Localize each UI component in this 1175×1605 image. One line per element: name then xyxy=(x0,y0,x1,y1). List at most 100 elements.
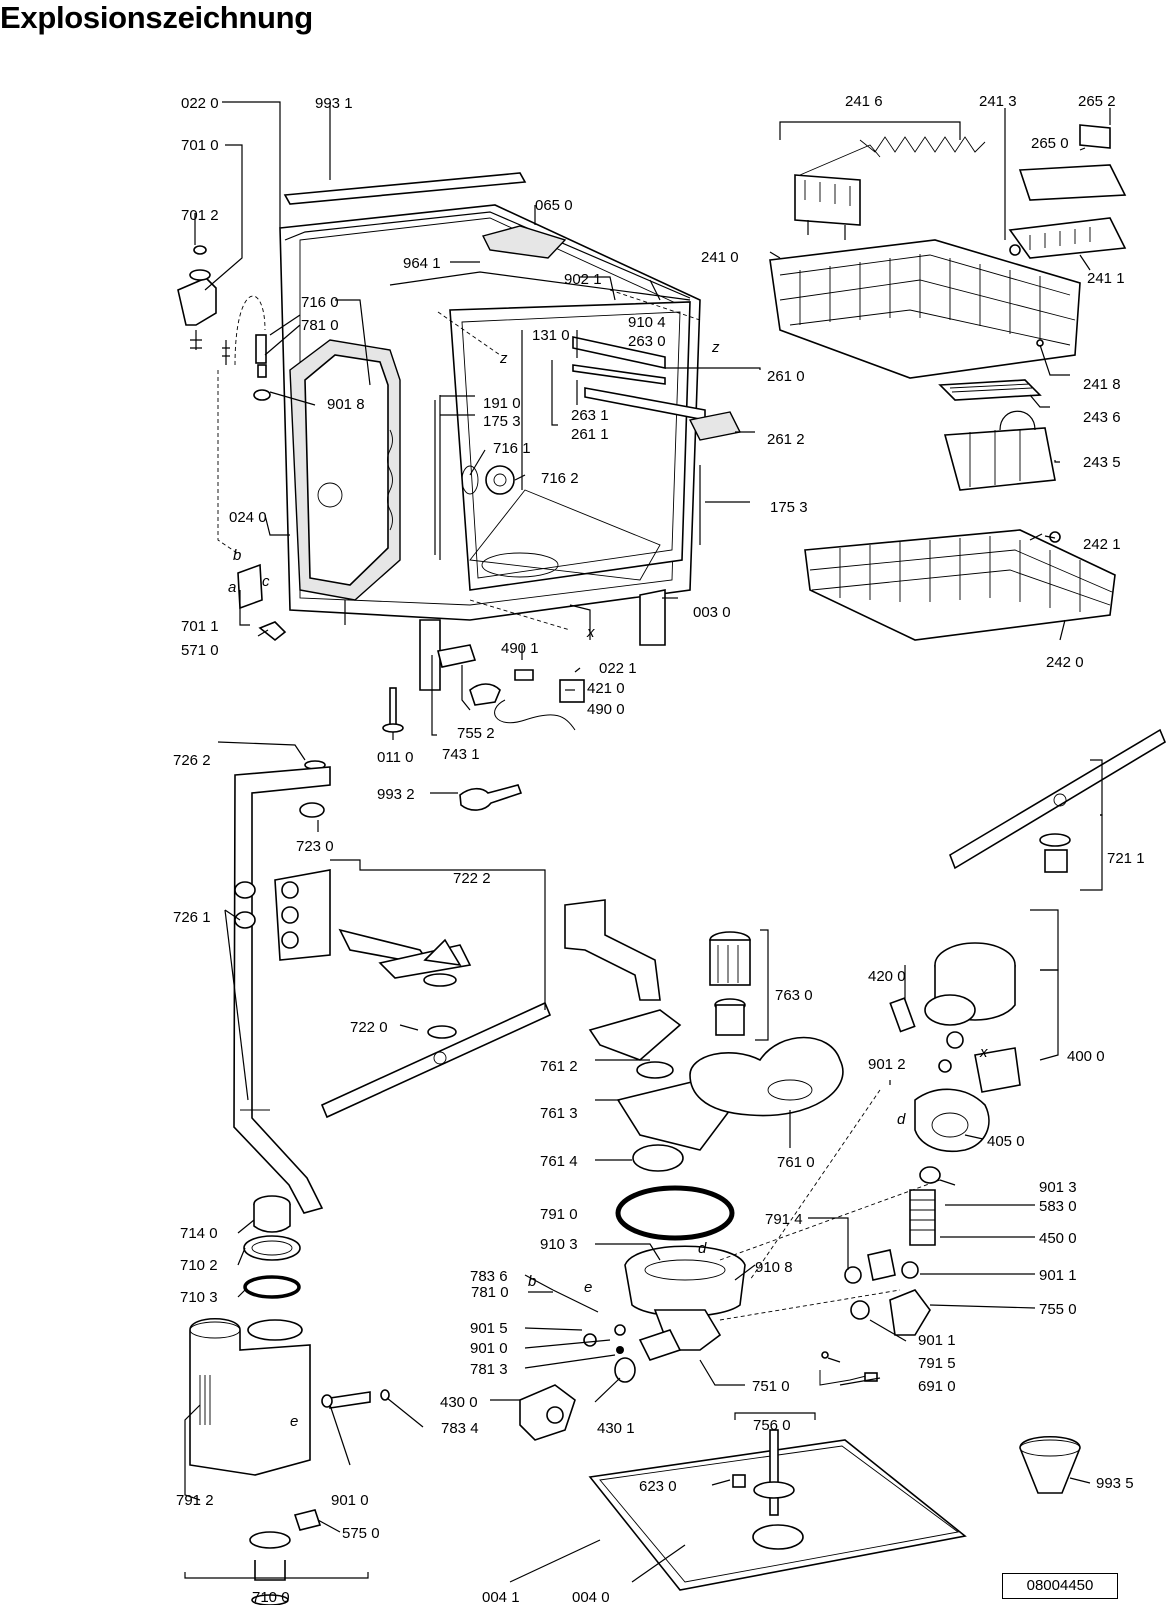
callout-label: 761 2 xyxy=(540,1058,578,1075)
callout-label: 901 5 xyxy=(470,1320,508,1337)
document-number-box: 08004450 xyxy=(1002,1573,1118,1599)
callout-label: 241 6 xyxy=(845,93,883,110)
circulation-pump-drawing xyxy=(719,942,1021,1386)
callout-label: 993 2 xyxy=(377,786,415,803)
circulation-pipe-drawing xyxy=(233,766,331,1214)
callout-label: 901 2 xyxy=(868,1056,906,1073)
callout-label: 024 0 xyxy=(229,509,267,526)
callout-label: 716 1 xyxy=(493,440,531,457)
callout-label: 022 1 xyxy=(599,660,637,677)
callout-label: 242 0 xyxy=(1046,654,1084,671)
point-marker: z xyxy=(499,350,508,367)
callout-label: 901 0 xyxy=(331,1492,369,1509)
point-marker: z xyxy=(711,339,720,356)
callout-label: 901 3 xyxy=(1039,1179,1077,1196)
callout-label: 241 8 xyxy=(1083,376,1121,393)
point-markers: z z x b a c x d b e d e xyxy=(228,339,988,1430)
callout-label: 420 0 xyxy=(868,968,906,985)
callout-label: 781 0 xyxy=(471,1284,509,1301)
callout-label: 011 0 xyxy=(377,749,413,766)
callout-label: 490 0 xyxy=(587,701,625,718)
inlet-hose-drawing xyxy=(177,245,287,642)
callout-label: 755 2 xyxy=(457,725,495,742)
callout-label: 701 0 xyxy=(181,137,219,154)
callout-label: 241 3 xyxy=(979,93,1017,110)
callout-label: 421 0 xyxy=(587,680,625,697)
callout-label: 710 3 xyxy=(180,1289,218,1306)
callout-label: 701 1 xyxy=(181,618,219,635)
callout-label: 405 0 xyxy=(987,1133,1025,1150)
callout-label: 701 2 xyxy=(181,207,219,224)
callout-label: 910 8 xyxy=(755,1259,793,1276)
callout-label: 722 0 xyxy=(350,1019,388,1036)
callout-labels: 022 0 993 1 701 0 701 2 065 0 964 1 902 … xyxy=(173,93,1145,1605)
callout-label: 791 4 xyxy=(765,1211,803,1228)
point-marker: a xyxy=(228,579,236,596)
callout-label: 910 3 xyxy=(540,1236,578,1253)
callout-label: 726 2 xyxy=(173,752,211,769)
callout-label: 783 4 xyxy=(441,1420,479,1437)
callout-label: 265 0 xyxy=(1031,135,1069,152)
base-tray-drawing xyxy=(588,1429,1081,1591)
callout-label: 691 0 xyxy=(918,1378,956,1395)
upper-basket-drawing xyxy=(769,124,1127,491)
callout-label: 755 0 xyxy=(1039,1301,1077,1318)
callout-label: 781 3 xyxy=(470,1361,508,1378)
callout-label: 022 0 xyxy=(181,95,219,112)
misc-parts-drawing xyxy=(382,225,585,811)
callout-label: 761 3 xyxy=(540,1105,578,1122)
callout-label: 261 2 xyxy=(767,431,805,448)
callout-label: 430 1 xyxy=(597,1420,635,1437)
callout-label: 263 1 xyxy=(571,407,609,424)
callout-label: 191 0 xyxy=(483,395,521,412)
page-title: Explosionszeichnung xyxy=(0,0,313,35)
callout-label: 716 2 xyxy=(541,470,579,487)
callout-label: 964 1 xyxy=(403,255,441,272)
spray-arms-drawing xyxy=(299,728,1167,1119)
callout-label: 902 1 xyxy=(564,271,602,288)
callout-label: 131 0 xyxy=(532,327,570,344)
callout-label: 993 5 xyxy=(1096,1475,1134,1492)
callout-label: 901 8 xyxy=(327,396,365,413)
callout-label: 065 0 xyxy=(535,197,573,214)
callout-label: 791 0 xyxy=(540,1206,578,1223)
callout-label: 261 1 xyxy=(571,426,609,443)
callout-label: 575 0 xyxy=(342,1525,380,1542)
callout-label: 243 6 xyxy=(1083,409,1121,426)
callout-label: 714 0 xyxy=(180,1225,218,1242)
callout-label: 716 0 xyxy=(301,294,339,311)
tub-cabinet-drawing xyxy=(279,172,742,691)
callout-label: 783 6 xyxy=(470,1268,508,1285)
callout-label: 450 0 xyxy=(1039,1230,1077,1247)
callout-label: 763 0 xyxy=(775,987,813,1004)
callout-label: 490 1 xyxy=(501,640,539,657)
callout-label: 571 0 xyxy=(181,642,219,659)
point-marker: d xyxy=(698,1240,707,1257)
callout-label: 781 0 xyxy=(301,317,339,334)
callout-label: 910 4 xyxy=(628,314,666,331)
callout-label: 791 2 xyxy=(176,1492,214,1509)
callout-label: 175 3 xyxy=(483,413,521,430)
callout-label: 400 0 xyxy=(1067,1048,1105,1065)
callout-label: 430 0 xyxy=(440,1394,478,1411)
callout-label: 756 0 xyxy=(753,1417,791,1434)
callout-label: 241 1 xyxy=(1087,270,1125,287)
callout-label: 583 0 xyxy=(1039,1198,1077,1215)
lower-basket-drawing xyxy=(804,529,1116,641)
callout-label: 761 0 xyxy=(777,1154,815,1171)
callout-label: 623 0 xyxy=(639,1478,677,1495)
point-marker: c xyxy=(262,573,270,590)
callout-label: 726 1 xyxy=(173,909,211,926)
callout-label: 004 1 xyxy=(482,1589,520,1605)
point-marker: b xyxy=(233,547,241,564)
callout-label: 263 0 xyxy=(628,333,666,350)
point-marker: x xyxy=(586,624,595,641)
point-marker: x xyxy=(979,1044,988,1061)
callout-label: 751 0 xyxy=(752,1378,790,1395)
callout-label: 175 3 xyxy=(770,499,808,516)
water-softener-drawing xyxy=(189,1195,390,1605)
callout-label: 721 1 xyxy=(1107,850,1145,867)
callout-label: 761 4 xyxy=(540,1153,578,1170)
leader-lines xyxy=(184,101,1111,1583)
point-marker: d xyxy=(897,1111,906,1128)
